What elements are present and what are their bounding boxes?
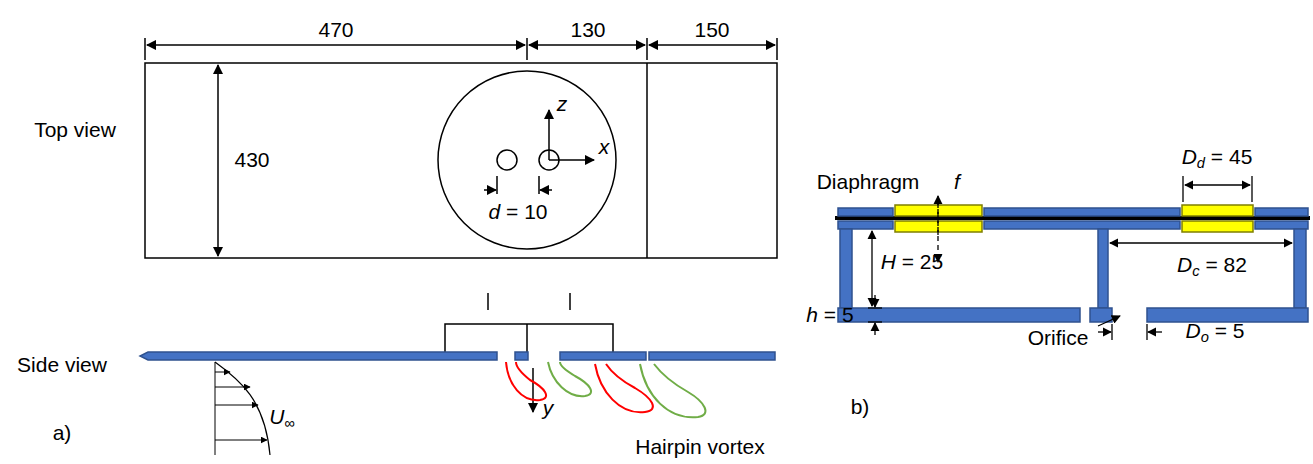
dimension-label: Dc = 82 xyxy=(1177,253,1247,280)
dimension-label: Side view xyxy=(17,353,107,376)
dimension-label: Diaphragm xyxy=(817,170,920,193)
dimension-label: h = 5 xyxy=(806,303,853,326)
dimension-label: 130 xyxy=(570,18,605,41)
dimension-label: H = 25 xyxy=(881,250,943,273)
dimension-label: U∞ xyxy=(269,405,295,432)
dimension-label: Top view xyxy=(34,118,116,141)
dimension-label: d = 10 xyxy=(489,200,548,223)
dimension-label: 150 xyxy=(694,18,729,41)
dimension-label: b) xyxy=(851,395,870,418)
dimension-label: f xyxy=(954,170,960,193)
dimension-label: a) xyxy=(53,421,72,444)
dimension-label: Hairpin vortex xyxy=(635,435,765,458)
dimension-label: 430 xyxy=(234,148,269,171)
dimension-label: 470 xyxy=(318,18,353,41)
dimension-label: Dd = 45 xyxy=(1182,145,1253,172)
dimension-label: x xyxy=(599,135,610,158)
dimension-label: z xyxy=(557,92,568,115)
dimension-label: y xyxy=(543,396,554,419)
dimension-label: Orifice xyxy=(1028,326,1089,349)
dimension-label: Do = 5 xyxy=(1186,319,1245,346)
